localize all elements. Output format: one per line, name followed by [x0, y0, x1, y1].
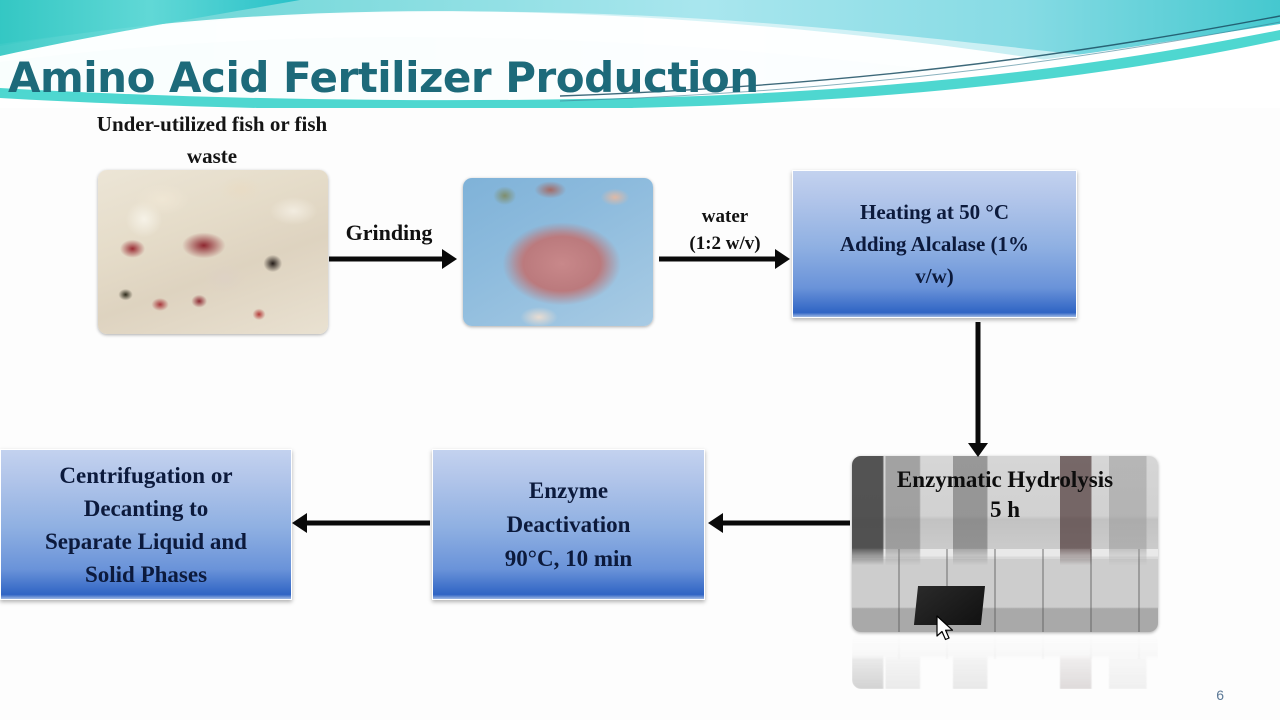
centrifugation-line3: Separate Liquid and [45, 528, 247, 554]
centrifugation-line4: Solid Phases [84, 561, 208, 587]
arrow-deactivation-to-centrifugation [292, 512, 430, 534]
process-label-hydrolysis: Enzymatic Hydrolysis 5 h [852, 465, 1158, 525]
deactivation-line2: Deactivation [506, 511, 631, 537]
fish-waste-photo [98, 170, 328, 334]
lab-photo-reflection [852, 633, 1158, 689]
hydrolysis-line2: 5 h [989, 497, 1021, 522]
grinding-label: Grinding [345, 220, 433, 245]
banner-decoration [0, 0, 1280, 108]
process-box-centrifugation: Centrifugation or Decanting to Separate … [0, 449, 292, 600]
heating-line2: Adding Alcalase (1% [839, 232, 1030, 256]
arrow-grinding [329, 248, 457, 270]
water-label-line2: (1:2 w/v) [689, 233, 761, 254]
arrow-water-addition [659, 248, 790, 270]
page-title: Amino Acid Fertilizer Production [8, 53, 759, 102]
arrow-hydrolysis-to-deactivation [708, 512, 850, 534]
arrow-heating-to-hydrolysis [967, 322, 989, 457]
heating-line3: v/w) [915, 264, 954, 288]
banner-wave-graphic [0, 0, 1280, 108]
process-box-deactivation: Enzyme Deactivation 90°C, 10 min [432, 449, 705, 600]
water-ratio-label: water (1:2 w/v) [663, 203, 787, 257]
heating-line1: Heating at 50 °C [860, 200, 1009, 224]
centrifugation-line1: Centrifugation or [59, 462, 233, 488]
page-number: 6 [1216, 687, 1224, 703]
ground-mince-photo-reflection [463, 327, 653, 385]
process-box-heating: Heating at 50 °C Adding Alcalase (1% v/w… [792, 170, 1077, 318]
water-label-line1: water [701, 206, 749, 227]
fish-waste-photo-reflection [98, 335, 328, 397]
lab-photo [852, 456, 1158, 632]
deactivation-line3: 90°C, 10 min [504, 545, 633, 571]
deactivation-line1: Enzyme [528, 477, 609, 503]
source-caption: Under-utilized fish or fish waste [96, 112, 328, 168]
centrifugation-line2: Decanting to [83, 495, 209, 521]
ground-mince-photo [463, 178, 653, 326]
hydrolysis-line1: Enzymatic Hydrolysis [896, 467, 1114, 492]
